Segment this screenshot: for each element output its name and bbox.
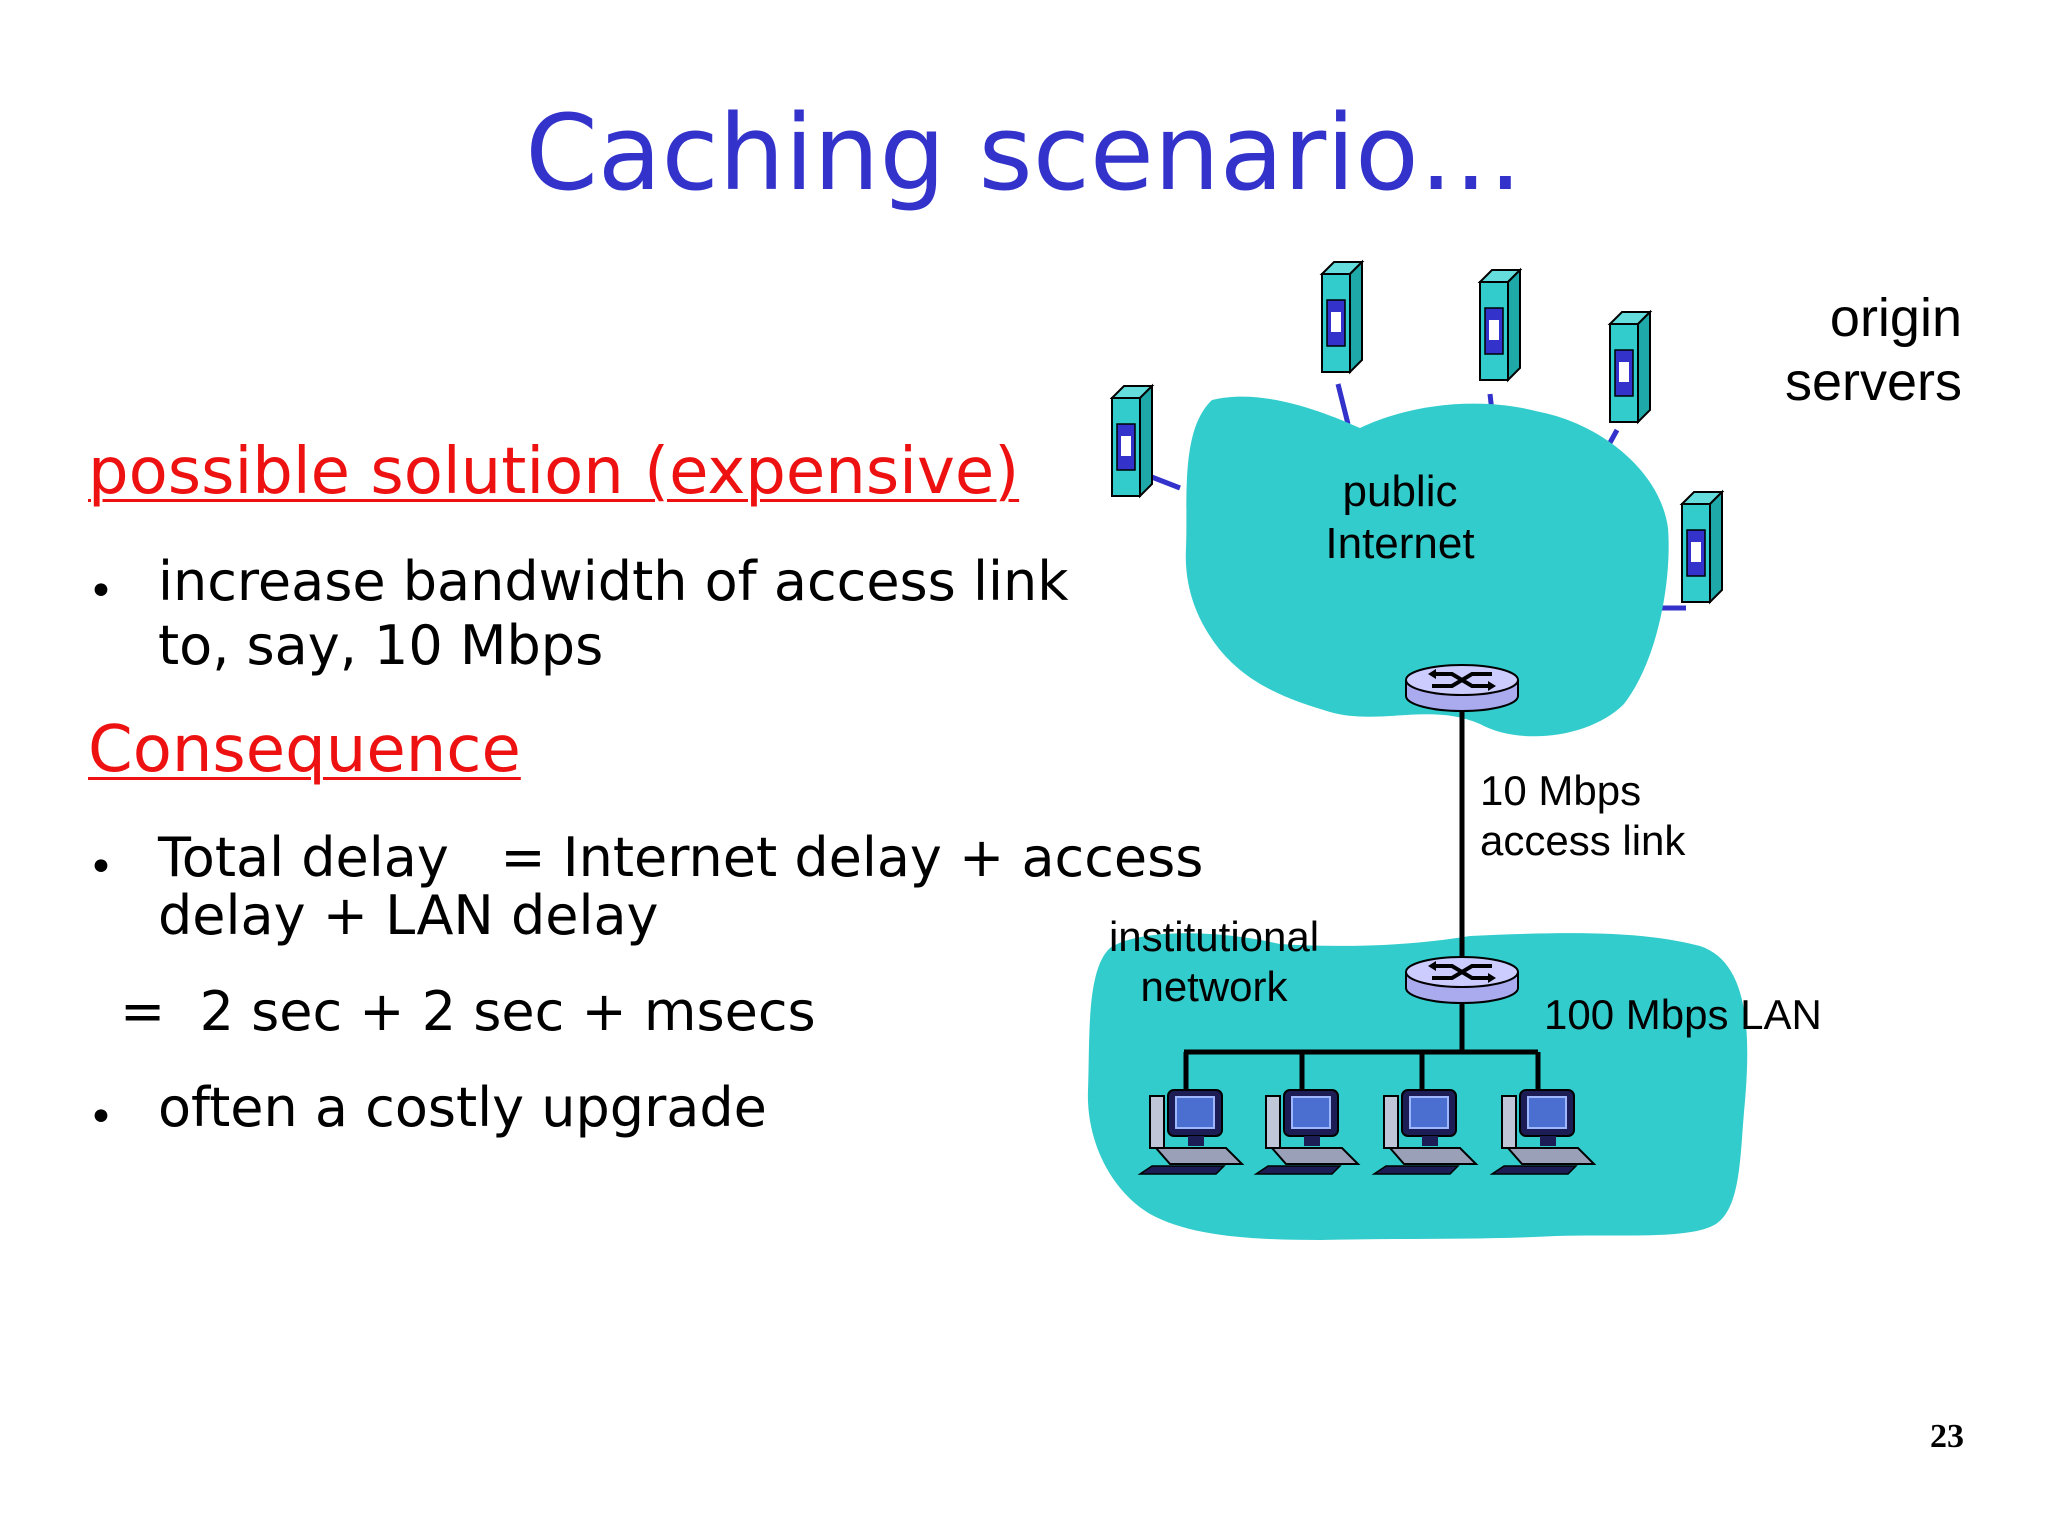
server-icon [1479,269,1521,381]
router-icon [1404,955,1520,1005]
bullet-1-line-2: to, say, 10 Mbps [158,614,604,677]
bullet-3-line-1: often a costly upgrade [158,1076,767,1139]
page-number: 23 [1930,1418,1964,1455]
equation-line: = 2 sec + 2 sec + msecs [120,980,816,1043]
public-internet-label: public Internet [1300,466,1500,570]
bullet-2-line-1: Total delay = Internet delay + access [158,826,1204,889]
origin-label-line-1: origin [1829,288,1962,348]
server-icon [1681,491,1723,603]
public-label-line-1: public [1342,467,1458,516]
institutional-label-line-1: institutional [1108,913,1320,960]
access-label-line-2: access link [1480,817,1686,864]
institutional-label-line-2: network [1140,963,1288,1010]
public-label-line-2: Internet [1325,519,1475,568]
server-icon [1111,385,1153,497]
origin-label-line-2: servers [1784,352,1962,412]
institutional-network-label: institutional network [1094,912,1334,1012]
heading-consequence: Consequence [88,713,521,787]
lan-label: 100 Mbps LAN [1544,991,1822,1038]
bullet-2-glyph: • [88,842,114,893]
server-icon [1321,261,1363,373]
router-icon [1404,663,1520,713]
server-icon [1609,311,1651,423]
heading-possible-solution: possible solution (expensive) [88,435,1020,509]
bullet-2-line-2: delay + LAN delay [158,884,659,947]
bullet-3-glyph: • [88,1092,114,1143]
bullet-1-glyph: • [88,566,114,617]
origin-servers-label: origin servers [1785,286,1962,414]
bullet-1-line-1: increase bandwidth of access link [158,550,1069,613]
public-internet-cloud [1185,396,1669,737]
access-label-line-1: 10 Mbps [1480,767,1642,814]
slide-title: Caching scenario… [525,92,1523,214]
access-link-label: 10 Mbps access link [1480,766,1685,866]
